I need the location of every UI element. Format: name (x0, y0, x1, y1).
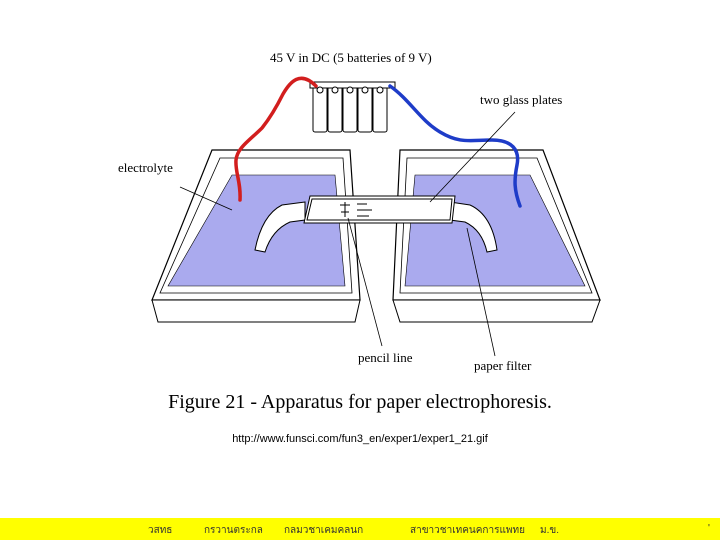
footer-item-5: ม.ข. (540, 525, 559, 536)
battery-pack (309, 81, 396, 133)
footer-item-2: กรวานตระกล (204, 525, 263, 536)
negative-wire (388, 84, 522, 208)
voltage-label: 45 V in DC (5 batteries of 9 V) (270, 50, 432, 65)
figure-caption: Figure 21 - Apparatus for paper electrop… (168, 391, 552, 413)
pencil-marks (340, 202, 372, 217)
footer-item-3: กลมวชาเคมคลนก (284, 525, 364, 536)
pencil-line-label: pencil line (358, 350, 413, 365)
footer-bar: วสทธ กรวานตระกล กลมวชาเคมคลนก สาขาวชาเทค… (0, 518, 720, 540)
paper-filter-strip (254, 201, 498, 253)
paper-filter-label: paper filter (474, 358, 532, 373)
footer-item-4: สาขาวชาเทคนคการแพทย (410, 525, 525, 536)
positive-wire (234, 76, 318, 202)
glass-plates (303, 195, 456, 224)
page-mark: ' (708, 523, 710, 534)
right-tray (392, 149, 601, 323)
footer-item-1: วสทธ (148, 525, 173, 536)
leader-lines (179, 111, 516, 357)
electrolyte-label: electrolyte (118, 160, 173, 175)
left-tray (151, 149, 361, 323)
glass-plates-label: two glass plates (480, 92, 563, 107)
source-url: http://www.funsci.com/fun3_en/exper1/exp… (232, 433, 488, 445)
